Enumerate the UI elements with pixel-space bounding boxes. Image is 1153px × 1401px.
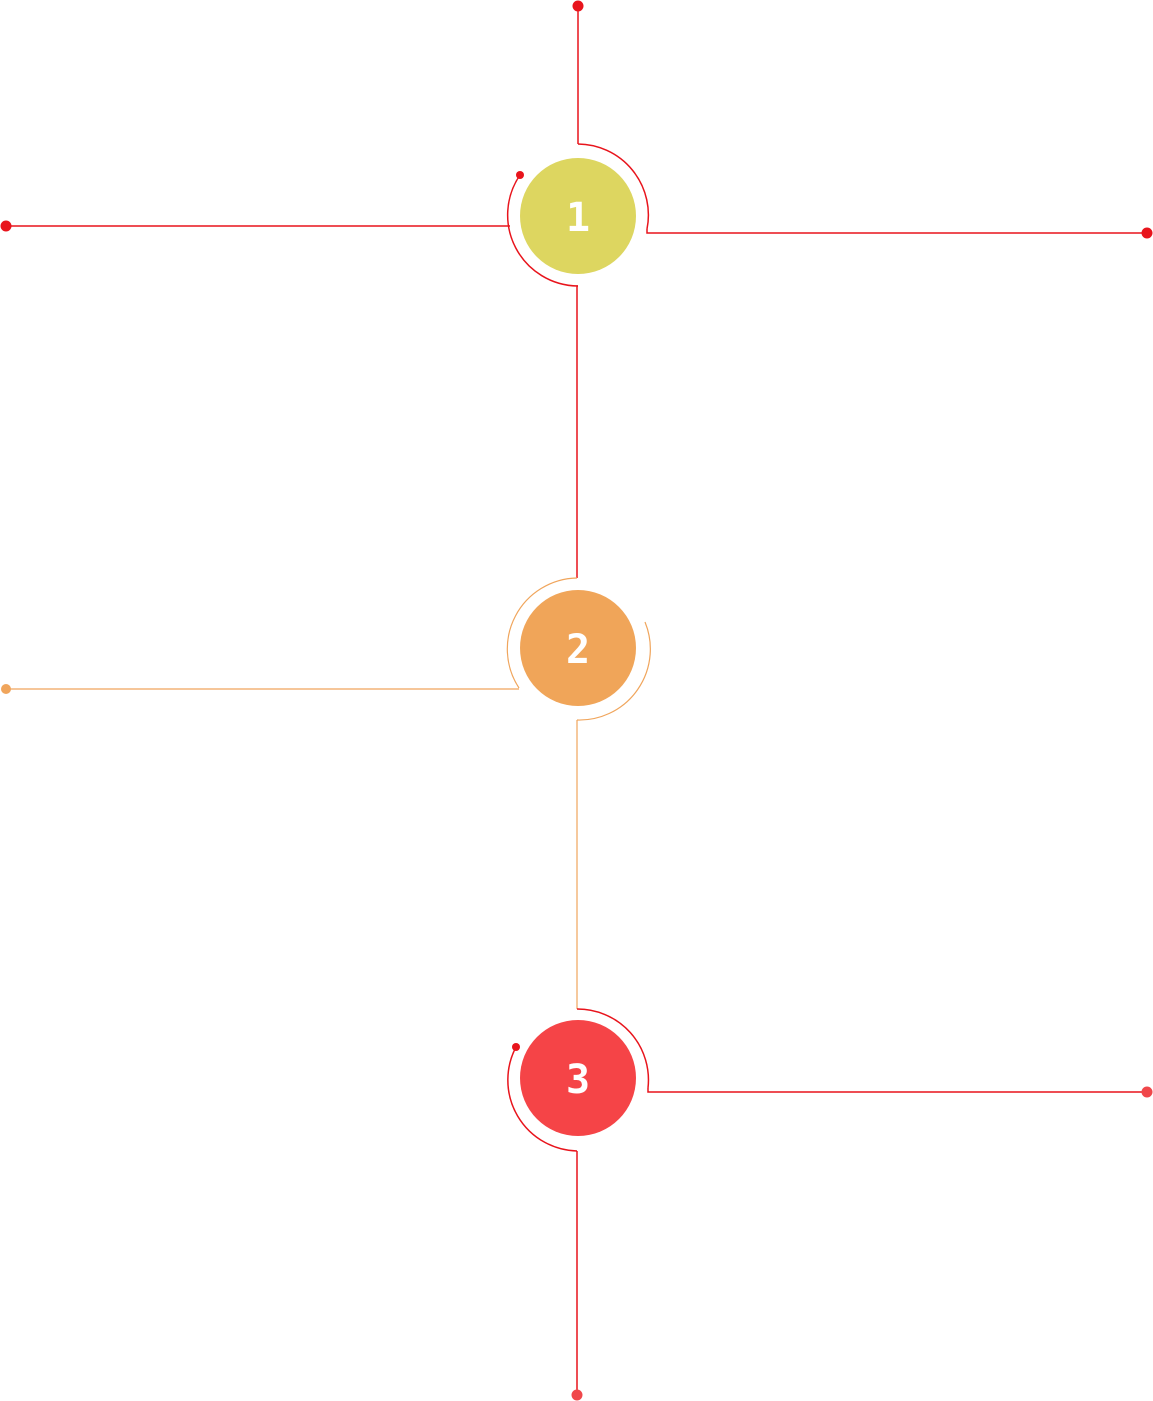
step-1-ring-left	[506, 174, 579, 287]
step-1-badge	[520, 158, 636, 274]
step-1-left-end-dot	[0, 220, 12, 232]
step-1-right-connector	[646, 229, 1147, 234]
step-2-number: 2	[566, 627, 590, 673]
step-1-ring-start-dot	[516, 171, 524, 179]
step-3-ring-left	[507, 1046, 578, 1152]
step-3-right-connector	[647, 1088, 1147, 1093]
connector-1-2	[576, 285, 578, 578]
step-3-group: 3	[507, 1008, 1153, 1401]
step-3-badge	[520, 1020, 636, 1136]
step-1-top-end-dot	[572, 0, 584, 12]
step-3-ring-start-dot	[512, 1043, 520, 1051]
step-2-badge	[520, 590, 636, 706]
step-2-ring-left	[506, 577, 578, 689]
step-1-number: 1	[566, 195, 590, 241]
step-1-ring-right	[577, 143, 650, 230]
step-3-bottom-end-dot	[571, 1389, 583, 1401]
step-3-right-end-dot	[1141, 1086, 1153, 1098]
step-1-group: 1	[0, 0, 1153, 287]
step-3-number: 3	[566, 1057, 590, 1103]
step-2-left-end-dot	[1, 684, 11, 694]
step-2-group: 2	[1, 577, 651, 721]
step-3-ring-right	[576, 1008, 650, 1089]
step-1-right-end-dot	[1141, 227, 1153, 239]
step-2-ring-right	[576, 621, 651, 721]
